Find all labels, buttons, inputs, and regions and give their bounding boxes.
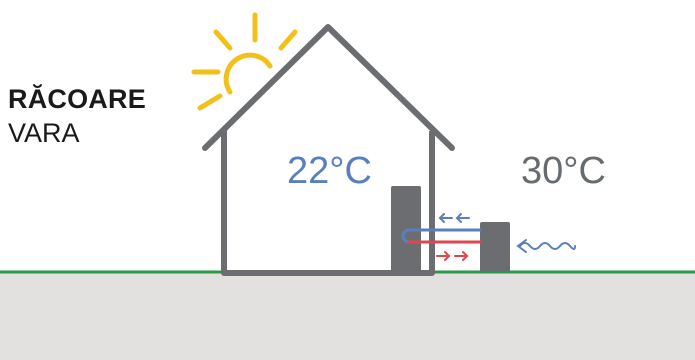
house-outline [202,24,455,151]
season-label: VARA [8,118,80,148]
outdoor-temperature: 30°C [521,150,606,192]
outdoor-unit [480,222,510,272]
mode-title: RĂCOARE [8,84,146,114]
ground [0,272,695,360]
hot-flow-arrows [436,251,469,261]
refrigerant-loop [401,228,482,244]
indoor-temperature: 22°C [287,150,372,192]
indoor-unit [391,186,421,272]
wavy-arrow-icon [516,239,576,253]
house-walls [221,131,435,276]
sun-icon [191,12,298,111]
cold-flow-arrows [438,213,470,223]
